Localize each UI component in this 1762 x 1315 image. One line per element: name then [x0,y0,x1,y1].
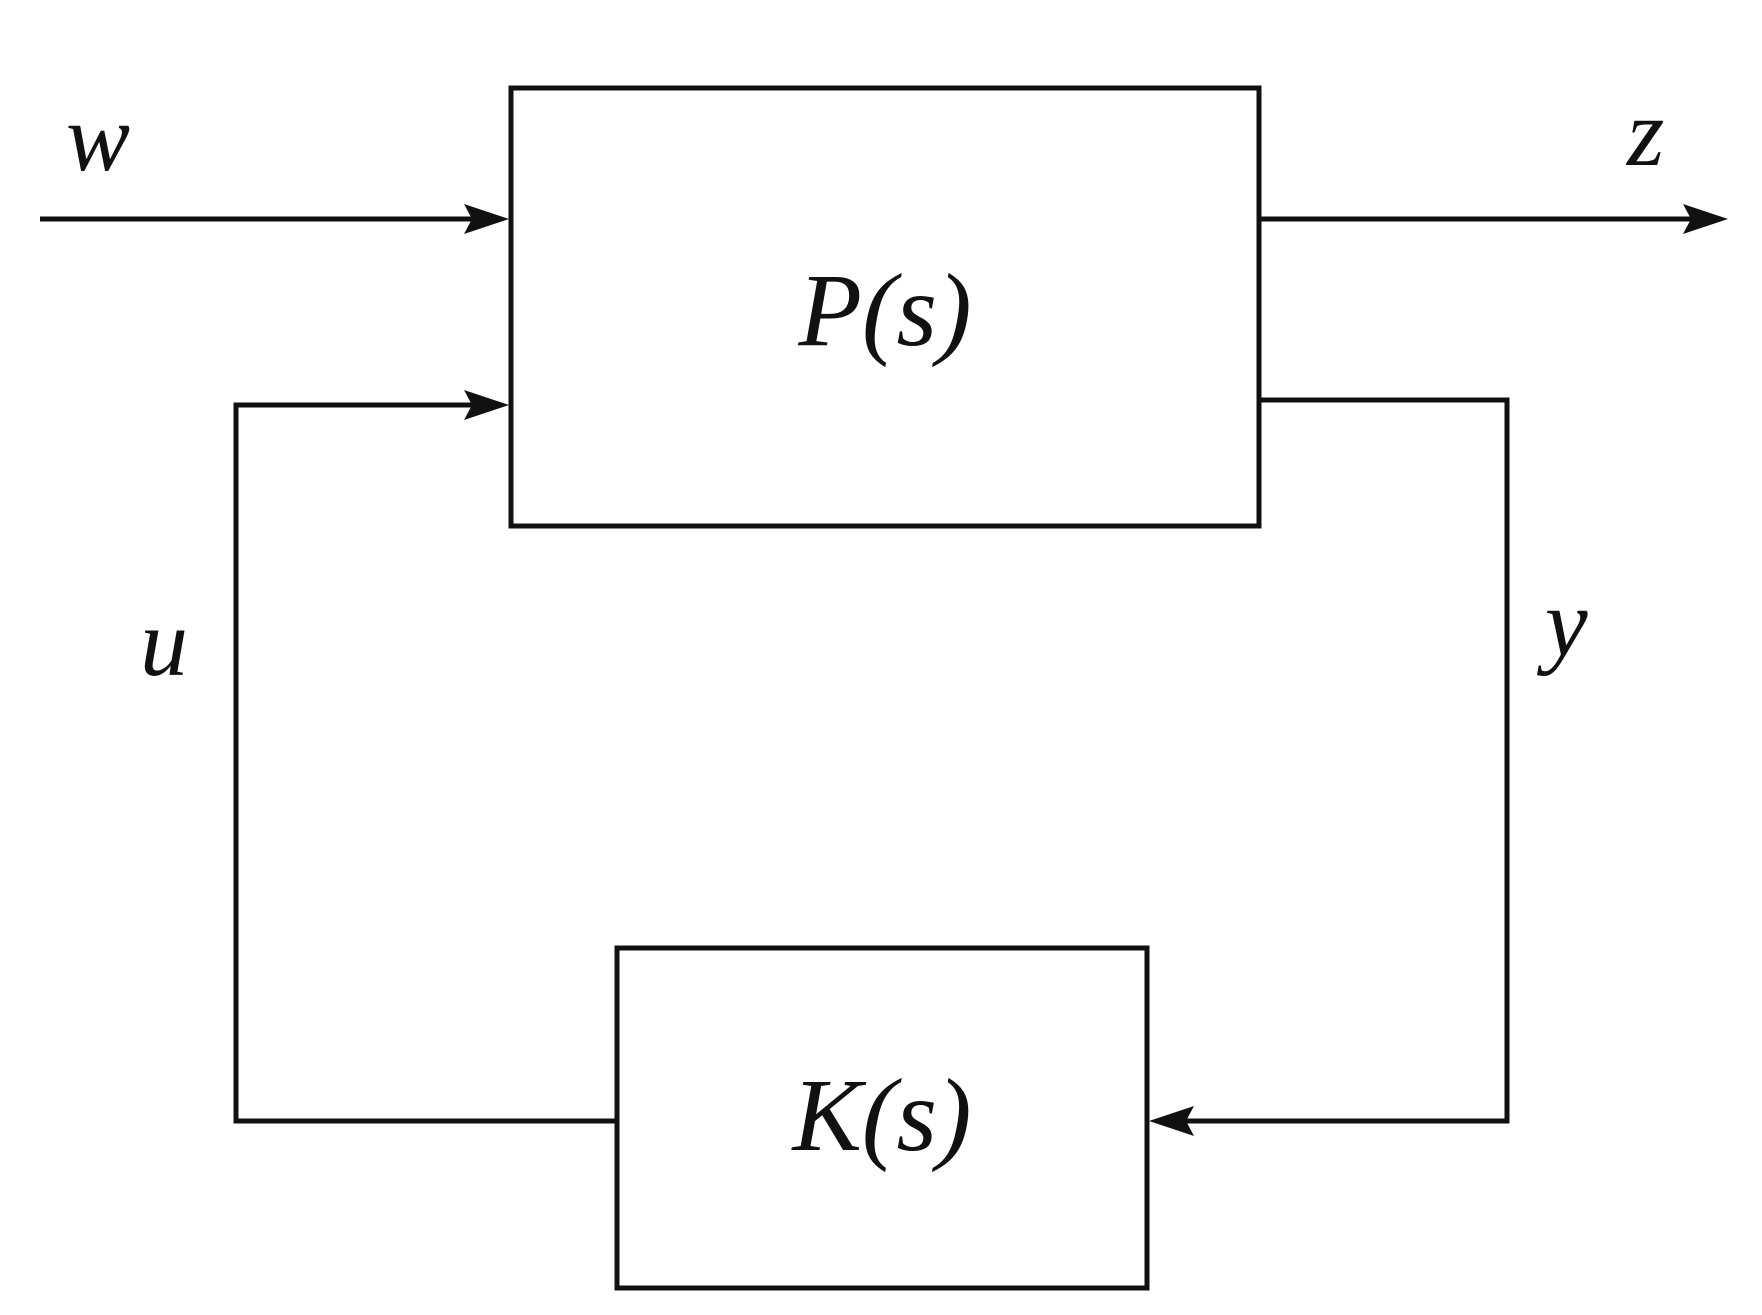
signal-y-label: y [1536,569,1588,676]
u-control-arrowhead [464,390,509,420]
controller-block [614,945,1150,1291]
controller-block-label: K(s) [790,1058,971,1173]
y-feedback-arrowhead [1149,1106,1194,1136]
plant-block-label: P(s) [797,253,971,368]
signal-w-label: w [66,84,130,191]
signal-u-label: u [140,589,188,696]
plant-block [508,85,1262,529]
y-feedback-wire [1170,397,1510,1124]
signal-z-label: z [1625,79,1664,186]
z-output-arrowhead [1683,204,1728,234]
u-control-wire [233,402,617,1124]
w-input-arrowhead [464,204,509,234]
